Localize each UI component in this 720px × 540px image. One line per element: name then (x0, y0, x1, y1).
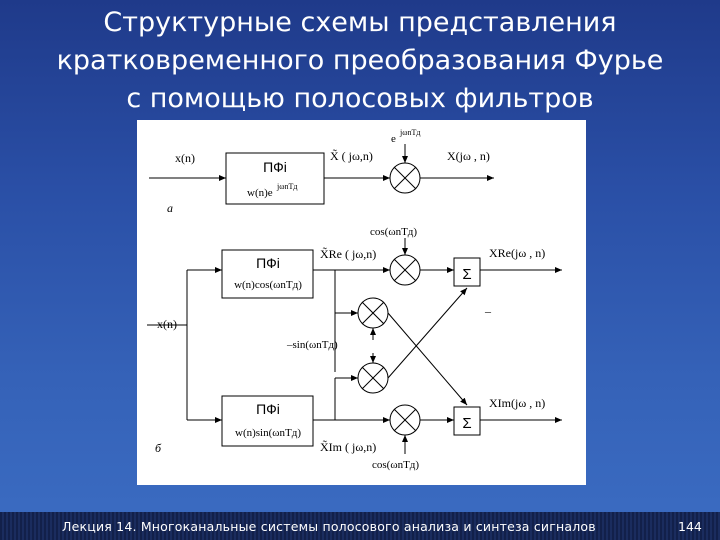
b-minus-label: – (484, 304, 492, 318)
block-diagram-svg: x(n) ПФi w(n)e jωnTд X̃ ( jω,n) e jωnTд … (147, 128, 562, 471)
b-top-cos-label: cos(ωnTд) (370, 226, 417, 238)
a-filter-formula: w(n)e (247, 187, 273, 199)
a-output-label: X(jω , n) (447, 149, 490, 163)
b-sum-top-symbol: Σ (462, 266, 471, 283)
title-line-2: кратковременного преобразования Фурье (56, 45, 664, 76)
b-bottom-filter-output-label: X̃Im ( jω,n) (320, 440, 376, 454)
b-cross-line-2 (387, 287, 468, 379)
footer-lecture-title: Лекция 14. Многоканальные системы полосо… (62, 519, 596, 534)
a-exp-superscript: jωnTд (399, 128, 420, 137)
b-sum-top (453, 257, 481, 287)
b-input-label: x(n) (157, 317, 177, 331)
a-filter-name: ПФi (263, 159, 287, 175)
a-diagram-label: а (167, 201, 173, 215)
slide-title: Структурные схемы представления кратковр… (0, 4, 720, 118)
a-exp-label: e (391, 133, 396, 145)
title-line-3: с помощью полосовых фильтров (126, 83, 594, 114)
b-top-filter-block (221, 249, 314, 299)
b-bottom-cos-label: cos(ωnTд) (372, 459, 419, 471)
b-top-filter-output-label: X̃Re ( jω,n) (320, 247, 376, 261)
b-output-re-label: XRe(jω , n) (489, 246, 545, 260)
page-number: 144 (678, 519, 702, 534)
b-sin-label: –sin(ωnTд) (286, 339, 338, 351)
b-cross-line-1 (387, 312, 468, 406)
b-diagram-label: б (155, 441, 162, 455)
b-bottom-filter-block (221, 395, 314, 447)
a-input-label: x(n) (175, 151, 195, 165)
footer-bar: Лекция 14. Многоканальные системы полосо… (0, 512, 720, 540)
a-filter-formula-exp: jωnTд (276, 182, 297, 191)
b-bottom-filter-name: ПФi (256, 401, 280, 417)
b-sum-bottom (453, 406, 481, 436)
b-bottom-filter-formula: w(n)sin(ωnTд) (235, 427, 301, 439)
b-top-filter-name: ПФi (256, 255, 280, 271)
b-sum-bottom-symbol: Σ (462, 415, 471, 432)
b-output-im-label: XIm(jω , n) (489, 396, 545, 410)
b-top-filter-formula: w(n)cos(ωnTд) (234, 279, 302, 291)
a-filter-output-label: X̃ ( jω,n) (330, 149, 373, 163)
block-diagram: x(n) ПФi w(n)e jωnTд X̃ ( jω,n) e jωnTд … (137, 120, 586, 485)
title-line-1: Структурные схемы представления (103, 7, 617, 38)
